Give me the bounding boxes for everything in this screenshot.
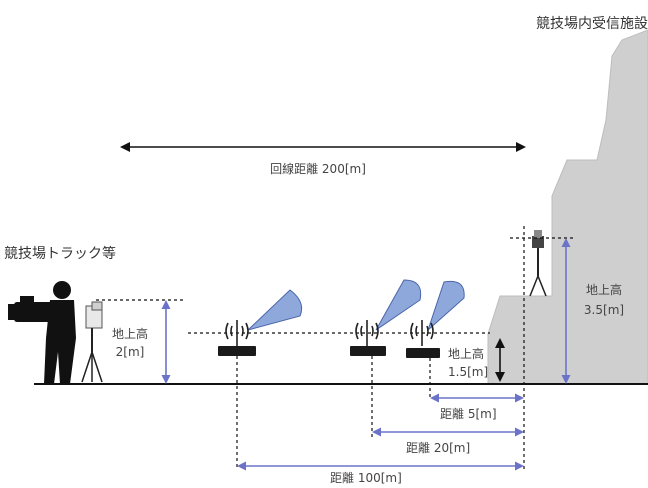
tx-height-label-1: 地上高 [112,326,148,341]
receiver-tripod-icon [529,230,547,297]
beam-icon [247,289,303,331]
antenna-icon [410,320,434,346]
transmitter-icon [218,346,256,356]
transmitter-icon [350,346,386,356]
transmitter-icon [406,348,440,358]
total-distance-label: 回線距離 200[m] [270,161,366,176]
tx-height-label-2: 2[m] [116,345,145,359]
relay-height-label-1: 地上高 [448,346,484,361]
camera-transmitter-icon [81,301,103,383]
transmitter-100m [218,289,303,470]
camera-operator-icon [8,281,76,384]
rx-height-label-2: 3.5[m] [584,303,624,317]
transmitter-5m [406,280,465,400]
facility-title: 競技場内受信施設 [536,16,648,32]
receiving-building [487,29,648,385]
antenna-icon [225,320,249,346]
track-label: 競技場トラック等 [4,245,116,262]
rx-height-label-1: 地上高 [586,282,622,297]
transmitter-20m [350,279,422,440]
dist-100-label: 距離 100[m] [330,471,402,484]
relay-height-label-2: 1.5[m] [448,365,488,379]
antenna-icon [355,320,379,346]
beam-icon [426,280,465,332]
dist-20-label: 距離 20[m] [406,441,470,455]
beam-icon [375,279,422,331]
dist-5-label: 距離 5[m] [440,407,497,421]
